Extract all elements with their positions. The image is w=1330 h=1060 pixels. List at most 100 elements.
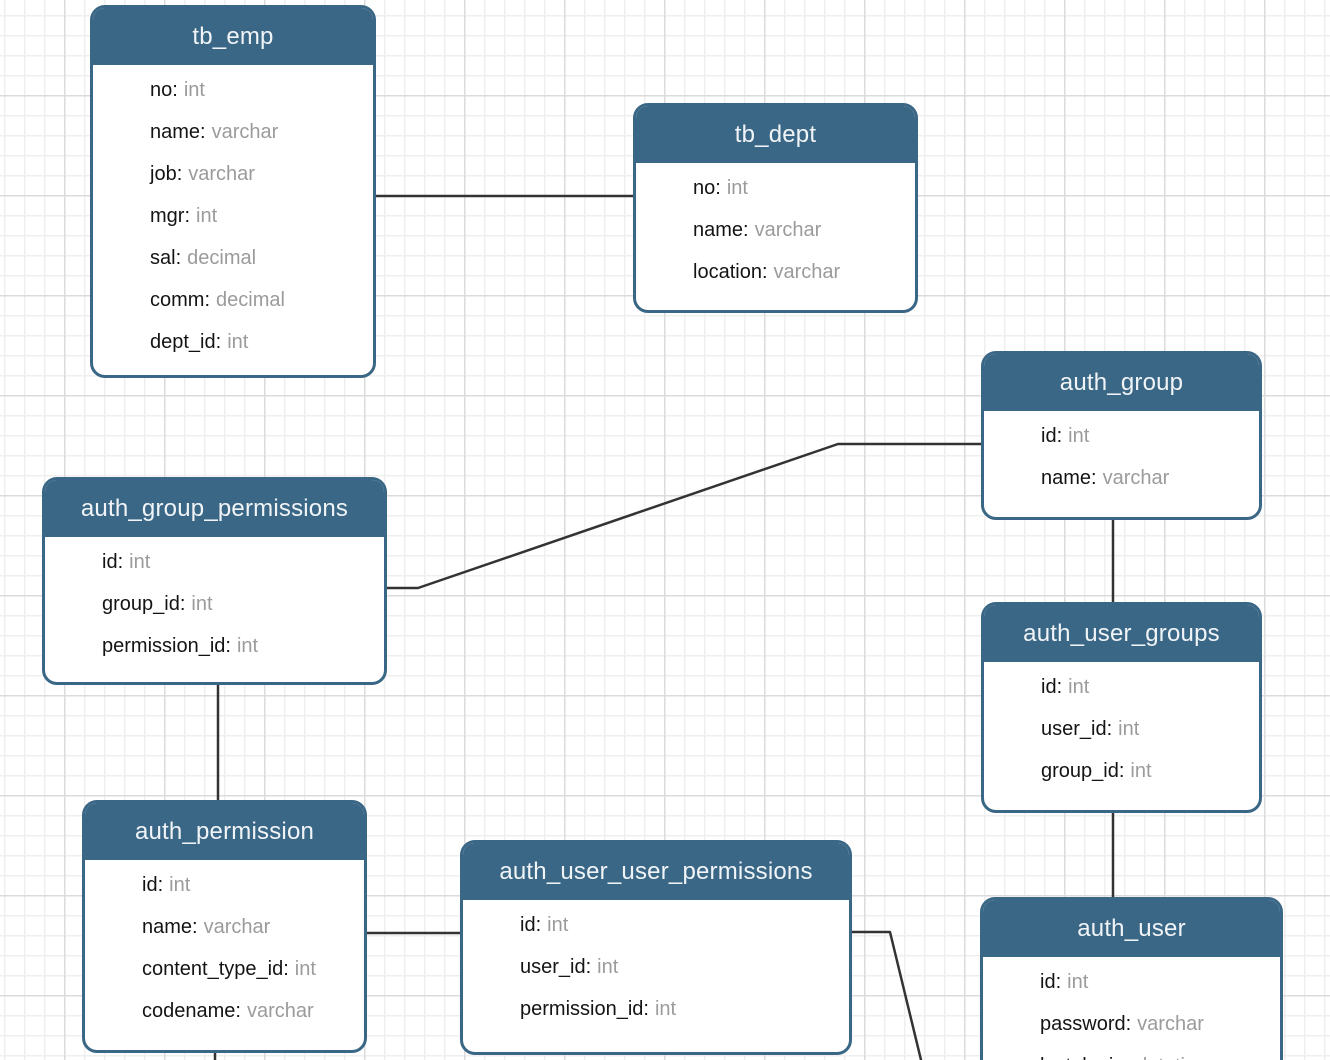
field-name: group_id — [102, 592, 180, 615]
field-name: dept_id — [150, 330, 216, 353]
entity-header-tb_emp[interactable]: tb_emp — [93, 8, 373, 65]
field-type: varchar — [203, 915, 271, 938]
field-type: varchar — [754, 218, 822, 241]
entity-header-auth_group_permissions[interactable]: auth_group_permissions — [45, 480, 384, 537]
field-separator: : — [175, 246, 182, 269]
field-type: int — [129, 550, 151, 573]
field-row-codename[interactable]: codename:varchar — [142, 990, 364, 1032]
field-row-location[interactable]: location:varchar — [693, 251, 915, 293]
field-name: comm — [150, 288, 205, 311]
field-separator: : — [1118, 759, 1125, 782]
field-row-permission_id[interactable]: permission_id:int — [102, 625, 384, 667]
field-name: name — [150, 120, 201, 143]
field-name: content_type_id — [142, 957, 284, 980]
field-row-id[interactable]: id:int — [102, 541, 384, 583]
field-separator: : — [1125, 1055, 1131, 1060]
field-name: permission_id — [520, 997, 644, 1020]
entity-header-tb_dept[interactable]: tb_dept — [636, 106, 915, 163]
field-row-last_login[interactable]: last_login:datetime — [1040, 1045, 1280, 1060]
entity-title: auth_user_groups — [1023, 619, 1220, 647]
field-type: int — [1130, 759, 1152, 782]
field-type: varchar — [773, 260, 841, 283]
field-row-password[interactable]: password:varchar — [1040, 1003, 1280, 1045]
field-row-name[interactable]: name:varchar — [1041, 457, 1259, 499]
field-separator: : — [204, 288, 211, 311]
field-type: datetime — [1130, 1055, 1213, 1060]
field-name: group_id — [1041, 759, 1119, 782]
field-row-dept_id[interactable]: dept_id:int — [150, 321, 373, 363]
entity-title: auth_permission — [134, 817, 315, 845]
field-row-job[interactable]: job:varchar — [150, 153, 373, 195]
entity-header-auth_group[interactable]: auth_group — [984, 354, 1259, 411]
entity-body: id:intpassword:varcharlast_login:datetim… — [983, 957, 1280, 1060]
field-type: int — [726, 176, 748, 199]
field-type: int — [196, 204, 218, 227]
field-name: name — [693, 218, 744, 241]
field-row-sal[interactable]: sal:decimal — [150, 237, 373, 279]
field-separator: : — [743, 218, 749, 241]
field-name: codename — [142, 999, 236, 1022]
entity-header-auth_user[interactable]: auth_user — [983, 900, 1280, 957]
field-type: varchar — [1137, 1012, 1204, 1035]
field-row-id[interactable]: id:int — [1041, 415, 1259, 457]
entity-header-auth_user_groups[interactable]: auth_user_groups — [984, 605, 1259, 662]
entity-header-auth_user_user_permissions[interactable]: auth_user_user_permissions — [463, 843, 849, 900]
field-row-id[interactable]: id:int — [1041, 666, 1259, 708]
field-name: id — [102, 550, 118, 573]
field-row-no[interactable]: no:int — [150, 69, 373, 111]
field-type: int — [183, 78, 205, 101]
field-separator: : — [585, 955, 592, 978]
field-row-name[interactable]: name:varchar — [693, 209, 915, 251]
field-separator: : — [1055, 970, 1062, 993]
field-separator: : — [215, 330, 222, 353]
field-row-comm[interactable]: comm:decimal — [150, 279, 373, 321]
field-type: varchar — [1102, 466, 1170, 489]
field-name: mgr — [150, 204, 185, 227]
field-name: id — [1041, 675, 1057, 698]
field-row-permission_id[interactable]: permission_id:int — [520, 988, 849, 1030]
field-row-id[interactable]: id:int — [1040, 961, 1280, 1003]
field-name: id — [142, 873, 158, 896]
entity-header-auth_permission[interactable]: auth_permission — [85, 803, 364, 860]
field-separator: : — [172, 78, 178, 101]
field-separator: : — [192, 915, 198, 938]
field-name: job — [150, 162, 177, 185]
entity-title: auth_group — [1059, 368, 1184, 396]
field-separator: : — [184, 204, 191, 227]
entity-title: tb_dept — [734, 120, 817, 148]
field-row-group_id[interactable]: group_id:int — [1041, 750, 1259, 792]
field-separator: : — [1106, 717, 1113, 740]
field-row-name[interactable]: name:varchar — [142, 906, 364, 948]
field-name: permission_id — [102, 634, 226, 657]
field-row-mgr[interactable]: mgr:int — [150, 195, 373, 237]
field-row-name[interactable]: name:varchar — [150, 111, 373, 153]
field-row-group_id[interactable]: group_id:int — [102, 583, 384, 625]
field-row-user_id[interactable]: user_id:int — [1041, 708, 1259, 750]
field-type: varchar — [211, 120, 279, 143]
connector-auth_group_permissions-auth_group[interactable] — [387, 442, 981, 590]
field-name: no — [693, 176, 716, 199]
field-row-no[interactable]: no:int — [693, 167, 915, 209]
field-type: int — [294, 957, 316, 980]
field-row-user_id[interactable]: user_id:int — [520, 946, 849, 988]
field-row-content_type_id[interactable]: content_type_id:int — [142, 948, 364, 990]
field-row-id[interactable]: id:int — [142, 864, 364, 906]
field-separator: : — [117, 550, 124, 573]
field-row-id[interactable]: id:int — [520, 904, 849, 946]
connector-auth_user_user_permissions-offscreen-bottom[interactable] — [852, 930, 923, 1060]
field-type: int — [1118, 717, 1140, 740]
field-separator: : — [1056, 424, 1063, 447]
entity-auth_user[interactable]: auth_userid:intpassword:varcharlast_logi… — [980, 897, 1283, 1060]
